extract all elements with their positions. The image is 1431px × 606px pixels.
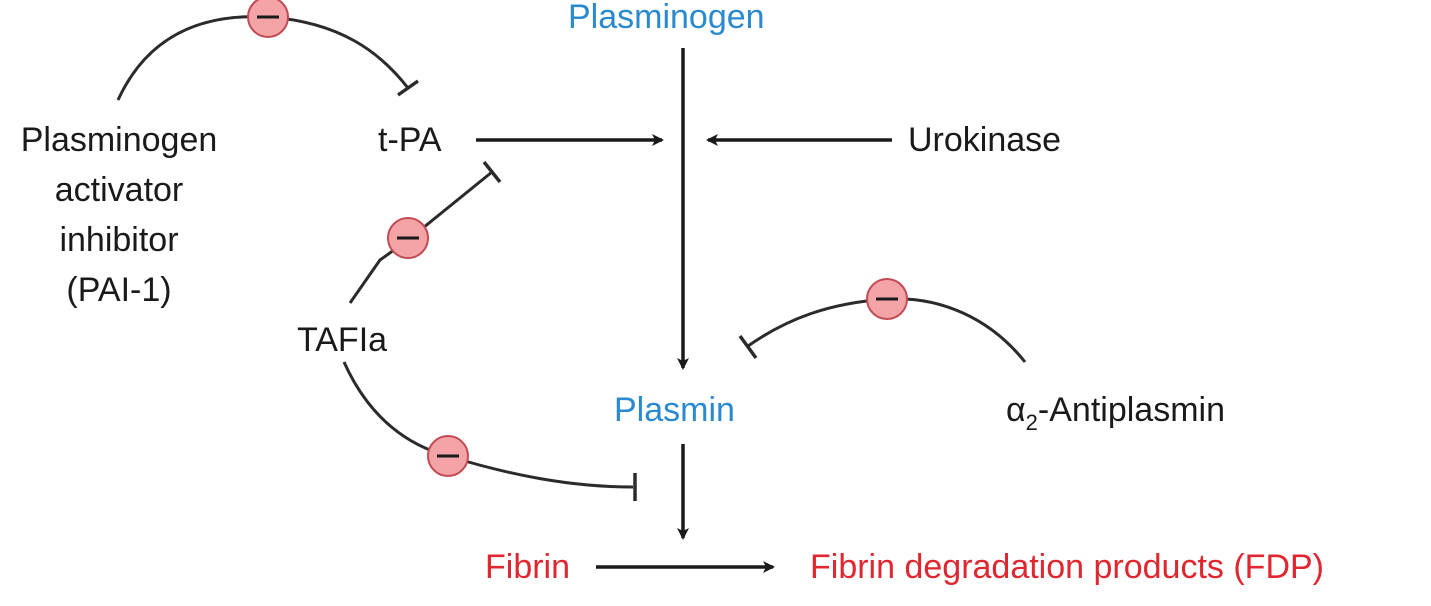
tafia-tpa-inhibition-bar — [482, 160, 502, 184]
fibrin-label: Fibrin — [485, 548, 571, 586]
urokinase-label: Urokinase — [908, 121, 1062, 159]
pai-label-line-2: activator — [54, 171, 184, 209]
tpa-label: t-PA — [378, 121, 442, 159]
antiplasmin-name: -Antiplasmin — [1037, 391, 1225, 429]
inhibition-badge-antiplasmin — [866, 278, 908, 320]
inhibition-badge-pai — [247, 0, 289, 38]
tafia-label: TAFIa — [297, 321, 388, 359]
plasminogen-label: Plasminogen — [568, 0, 765, 36]
inhibition-badge-tafia-tpa — [387, 217, 429, 259]
plasmin-label: Plasmin — [614, 391, 735, 429]
tafia-inhibits-fibrin-curve — [342, 361, 634, 489]
pai-inhibition-bar — [396, 79, 420, 97]
inhibition-badge-tafia-fibrin — [427, 435, 469, 477]
antiplasmin-inhibition-bar — [738, 334, 758, 360]
pai-label-line-4: (PAI-1) — [66, 271, 172, 309]
antiplasmin-subscript: 2 — [1025, 410, 1038, 435]
pai-label-line-1: Plasminogen — [20, 121, 218, 159]
antiplasmin-label: α2-Antiplasmin — [1006, 390, 1225, 435]
antiplasmin-alpha: α — [1006, 391, 1026, 429]
fdp-label: Fibrin degradation products (FDP) — [810, 548, 1325, 586]
pai-label-line-3: inhibitor — [59, 221, 179, 259]
pai-label: Plasminogen activator inhibitor (PAI-1) — [0, 115, 244, 315]
